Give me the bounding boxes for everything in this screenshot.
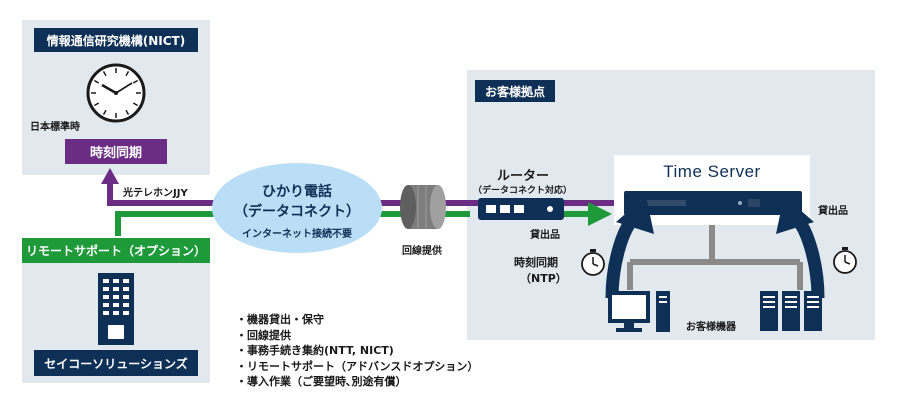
clock-icon [86,63,146,123]
ntp-label-1: 時刻同期 [514,256,558,269]
rental-server-label: 貸出品 [818,206,848,217]
cloud-line1: ひかり電話 [262,184,332,200]
rental-router-label: 貸出品 [530,230,560,241]
service-item: 導入作業（ご要望時､別途有償） [236,374,478,390]
ntp-arrow-right [776,196,825,299]
servers-icon [760,291,822,331]
line-provision-label: 回線提供 [402,246,442,257]
sync-tag: 時刻同期 [65,139,167,164]
router-device [478,198,564,220]
hikari-cloud [212,163,382,253]
ntp-arrow-left [605,196,654,299]
service-item: 事務手続き集約(NTT, NICT) [236,343,478,359]
service-item: 機器貸出・保守 [236,312,478,328]
cloud-line2: （データコネクト） [234,204,360,220]
router-sub: （データコネクト対応） [473,186,573,196]
lan-lines [627,225,803,290]
devices-label: お客様機器 [686,322,736,333]
service-item: 回線提供 [236,328,478,344]
stopwatch-icon [833,247,857,274]
jst-label: 日本標準時 [30,122,80,133]
stopwatch-icon [581,249,605,276]
nict-title: 情報通信研究機構(NICT) [34,28,198,52]
cloud-line3: インターネット接続不要 [242,229,352,240]
service-item: リモートサポート（アドバンスドオプション） [236,359,478,375]
services-list: 機器貸出・保守 回線提供 事務手続き集約(NTT, NICT) リモートサポート… [236,312,478,390]
onu-device [400,185,446,229]
customer-title: お客様拠点 [475,80,555,102]
pc-icon [608,291,670,332]
seiko-title: セイコーソリューションズ [34,350,198,376]
remote-support-tag: リモートサポート（オプション） [22,238,210,263]
ntp-label-2: （NTP） [520,272,567,285]
router-title: ルーター [497,169,550,184]
building-icon [98,273,134,345]
jjy-label: 光テレホンJJY [123,188,188,199]
time-server-label: Time Server [663,162,761,181]
